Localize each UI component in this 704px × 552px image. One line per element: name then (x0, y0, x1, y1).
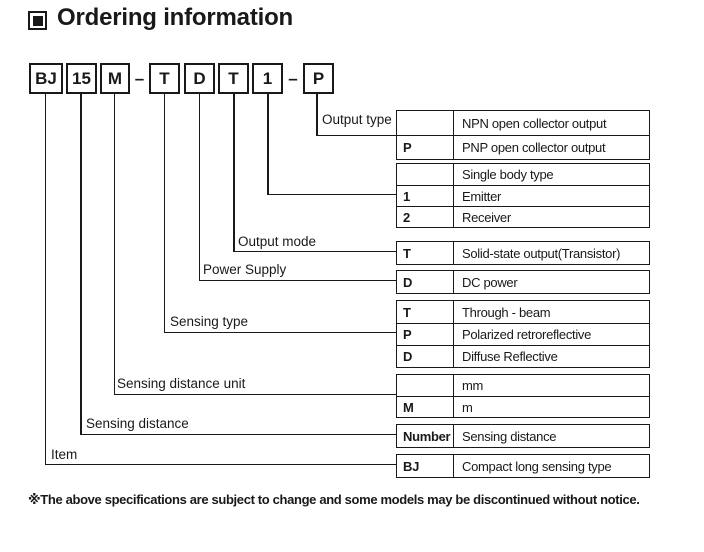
code-cell: 2 (397, 207, 454, 227)
code-cell: BJ (397, 455, 454, 477)
option-table-sensing-distance-unit: mm M m (396, 374, 650, 418)
code-cell: P (397, 136, 454, 159)
label-power-supply: Power Supply (203, 262, 287, 277)
connector-line-power-supply (198, 94, 200, 281)
code-cell: D (397, 271, 454, 293)
label-output-type: Output type (322, 112, 392, 127)
model-code-segment-item: BJ (29, 63, 63, 94)
table-row: D DC power (397, 271, 649, 293)
option-table-sensing-type: T Through - beam P Polarized retroreflec… (396, 300, 650, 368)
code-cell: P (397, 324, 454, 345)
table-row: mm (397, 375, 649, 396)
label-item: Item (51, 447, 78, 462)
connector-line-item (44, 94, 46, 465)
table-row: 2 Receiver (397, 206, 649, 227)
option-table-output-mode: T Solid-state output(Transistor) (396, 241, 650, 265)
table-row: D Diffuse Reflective (397, 345, 649, 367)
label-output-mode: Output mode (238, 234, 317, 249)
table-row: Single body type (397, 164, 649, 185)
connector-line-distance (80, 94, 82, 435)
option-table-output-type: NPN open collector output P PNP open col… (396, 110, 650, 160)
connector-line-output-type (316, 94, 318, 136)
label-sensing-distance: Sensing distance (86, 416, 189, 431)
connector-line-item (44, 463, 397, 465)
table-row: 1 Emitter (397, 185, 649, 206)
description-cell: DC power (462, 274, 518, 290)
connector-line-body-type (267, 94, 269, 195)
model-code-segment-distance: 15 (66, 63, 97, 94)
table-row: BJ Compact long sensing type (397, 455, 649, 477)
model-code-segment-output-mode: T (218, 63, 249, 94)
description-cell: Through - beam (462, 304, 551, 320)
connector-line-output-mode (233, 250, 396, 252)
footnote: ※The above specifications are subject to… (28, 492, 640, 507)
description-cell: Solid-state output(Transistor) (462, 245, 621, 261)
code-cell (397, 111, 454, 135)
model-code-dash: – (288, 68, 298, 88)
label-sensing-distance-unit: Sensing distance unit (117, 376, 246, 391)
description-cell: Emitter (462, 188, 502, 204)
model-code-segment-power-supply: D (184, 63, 215, 94)
code-cell (397, 375, 454, 396)
option-table-sensing-distance: Number Sensing distance (396, 424, 650, 448)
model-code-segment-body-type: 1 (252, 63, 283, 94)
model-code-dash: – (134, 68, 145, 88)
description-cell: Compact long sensing type (462, 458, 612, 474)
connector-line-unit (113, 393, 397, 395)
table-row: P PNP open collector output (397, 135, 649, 159)
connector-line-unit (113, 94, 115, 395)
label-sensing-type: Sensing type (170, 314, 249, 329)
table-row: Number Sensing distance (397, 425, 649, 447)
code-cell: T (397, 242, 454, 264)
code-cell: Number (397, 425, 454, 447)
description-cell: NPN open collector output (462, 115, 607, 131)
connector-line-output-mode (233, 94, 235, 252)
code-cell (397, 164, 454, 185)
model-code-segment-sensing-type: T (149, 63, 180, 94)
description-cell: PNP open collector output (462, 140, 606, 155)
code-cell: 1 (397, 186, 454, 206)
code-cell: M (397, 397, 454, 417)
description-cell: Receiver (462, 209, 511, 225)
description-cell: Sensing distance (462, 428, 557, 444)
option-table-power-supply: D DC power (396, 270, 650, 294)
description-cell: m (462, 399, 473, 415)
code-cell: D (397, 346, 454, 367)
table-row: T Through - beam (397, 301, 649, 323)
option-table-body-type: Single body type 1 Emitter 2 Receiver (396, 163, 650, 228)
page-title: Ordering information (57, 4, 294, 31)
table-row: T Solid-state output(Transistor) (397, 242, 649, 264)
code-cell: T (397, 301, 454, 323)
connector-line-body-type (267, 193, 396, 195)
description-cell: Single body type (462, 167, 554, 182)
table-row: NPN open collector output (397, 111, 649, 135)
connector-line-distance (80, 433, 396, 435)
section-marker-inner-square (32, 15, 43, 26)
connector-line-power-supply (198, 279, 397, 281)
table-row: M m (397, 396, 649, 417)
description-cell: mm (462, 378, 484, 393)
description-cell: Polarized retroreflective (462, 327, 592, 342)
description-cell: Diffuse Reflective (462, 349, 558, 364)
option-table-item: BJ Compact long sensing type (396, 454, 650, 478)
model-code-segment-output-type: P (303, 63, 334, 94)
table-row: P Polarized retroreflective (397, 323, 649, 345)
section-marker-icon (28, 11, 47, 30)
model-code-segment-unit: M (100, 63, 130, 94)
connector-line-output-type (316, 134, 396, 136)
connector-line-sensing-type (163, 94, 165, 333)
connector-line-sensing-type (163, 331, 397, 333)
